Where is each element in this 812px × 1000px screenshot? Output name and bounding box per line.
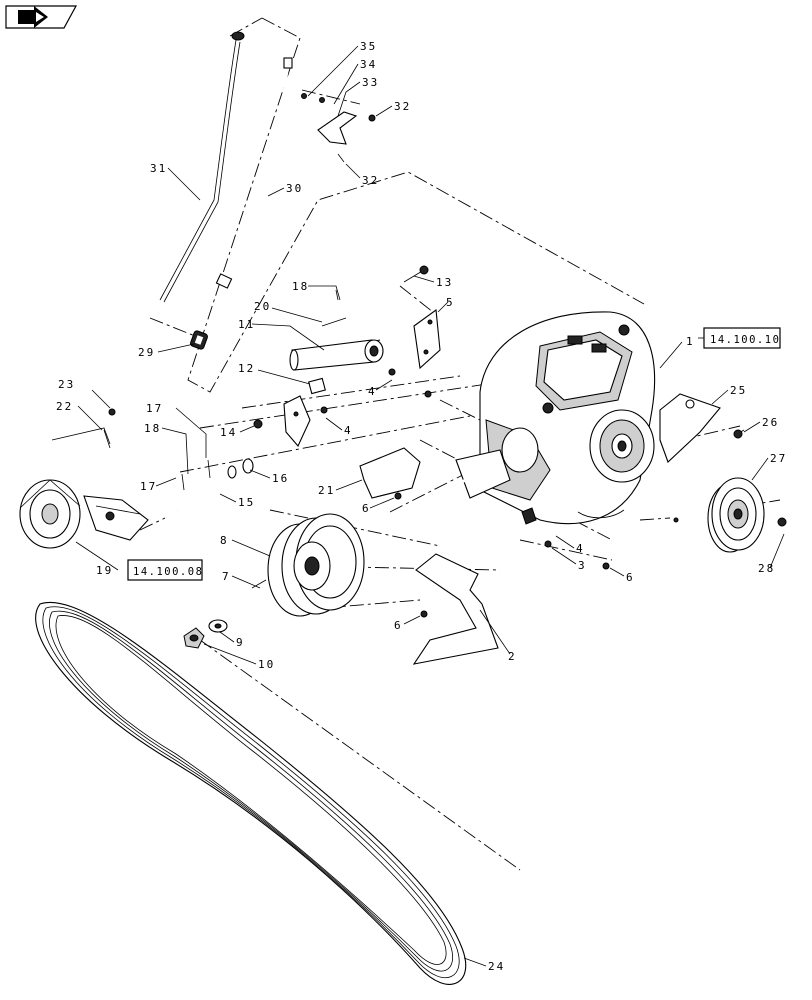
callout-33: 33 xyxy=(362,76,379,89)
callout-17: 17 xyxy=(140,480,157,493)
callout-29: 29 xyxy=(138,346,155,359)
idler-shaft xyxy=(177,458,254,512)
callout-34: 34 xyxy=(360,58,377,71)
callout-6: 6 xyxy=(394,619,403,632)
drive-belt xyxy=(35,601,467,985)
callout-4: 4 xyxy=(576,542,585,555)
svg-text:14.100.08: 14.100.08 xyxy=(133,566,203,578)
reference-box-gearbox[interactable]: 14.100.10 xyxy=(698,327,781,349)
callout-32: 32 xyxy=(362,174,379,187)
callout-18: 18 xyxy=(144,422,161,435)
callout-28: 28 xyxy=(758,562,775,575)
callout-20: 20 xyxy=(254,300,271,313)
breather-tube xyxy=(215,57,293,289)
pulley-hardware xyxy=(183,579,267,649)
callout-4: 4 xyxy=(344,424,353,437)
callout-11: 11 xyxy=(238,318,255,331)
gearbox xyxy=(431,311,655,525)
callout-24: 24 xyxy=(488,960,505,973)
fasteners xyxy=(253,368,679,618)
callout-7: 7 xyxy=(222,570,231,583)
idler-bracket xyxy=(283,395,311,448)
callout-18: 18 xyxy=(292,280,309,293)
tension-rod xyxy=(51,408,116,449)
callout-6: 6 xyxy=(362,502,371,515)
mounting-bracket xyxy=(301,93,376,163)
support-plate xyxy=(659,393,745,463)
callout-6: 6 xyxy=(626,571,635,584)
callout-labels: 1 2 3 4 4 4 5 6 6 6 7 8 9 10 11 12 13 14… xyxy=(56,40,787,973)
callout-22: 22 xyxy=(56,400,73,413)
idler-pulley xyxy=(19,479,149,549)
bolt xyxy=(403,265,429,283)
callout-30: 30 xyxy=(286,182,303,195)
callout-8: 8 xyxy=(220,534,229,547)
callout-26: 26 xyxy=(762,416,779,429)
callout-14: 14 xyxy=(220,426,237,439)
support-bracket xyxy=(359,447,421,499)
callout-19: 19 xyxy=(96,564,113,577)
callout-13: 13 xyxy=(436,276,453,289)
callout-17: 17 xyxy=(146,402,163,415)
callout-1: 1 xyxy=(686,335,695,348)
dipstick-cable xyxy=(159,31,245,303)
callout-3: 3 xyxy=(578,559,587,572)
reference-box-idler[interactable]: 14.100.08 xyxy=(127,559,203,581)
callout-23: 23 xyxy=(58,378,75,391)
svg-text:14.100.10: 14.100.10 xyxy=(710,334,780,346)
belt-guard xyxy=(412,553,499,665)
drive-pulley xyxy=(267,513,365,617)
callout-12: 12 xyxy=(238,362,255,375)
leader-lines xyxy=(75,45,785,967)
callout-31: 31 xyxy=(150,162,167,175)
callout-15: 15 xyxy=(238,496,255,509)
callout-21: 21 xyxy=(318,484,335,497)
callout-9: 9 xyxy=(236,636,245,649)
callout-27: 27 xyxy=(770,452,787,465)
callout-32: 32 xyxy=(394,100,411,113)
callout-10: 10 xyxy=(258,658,275,671)
callout-4: 4 xyxy=(368,385,377,398)
tube-fitting xyxy=(190,330,208,350)
adjuster-plate xyxy=(413,308,441,370)
callout-16: 16 xyxy=(272,472,289,485)
callout-35: 35 xyxy=(360,40,377,53)
pins xyxy=(308,289,347,395)
callout-2: 2 xyxy=(508,650,517,663)
gearbox-pulley xyxy=(707,477,787,553)
callout-5: 5 xyxy=(446,296,455,309)
callout-25: 25 xyxy=(730,384,747,397)
tension-cylinder xyxy=(289,339,384,371)
back-arrow-icon[interactable] xyxy=(5,5,78,29)
